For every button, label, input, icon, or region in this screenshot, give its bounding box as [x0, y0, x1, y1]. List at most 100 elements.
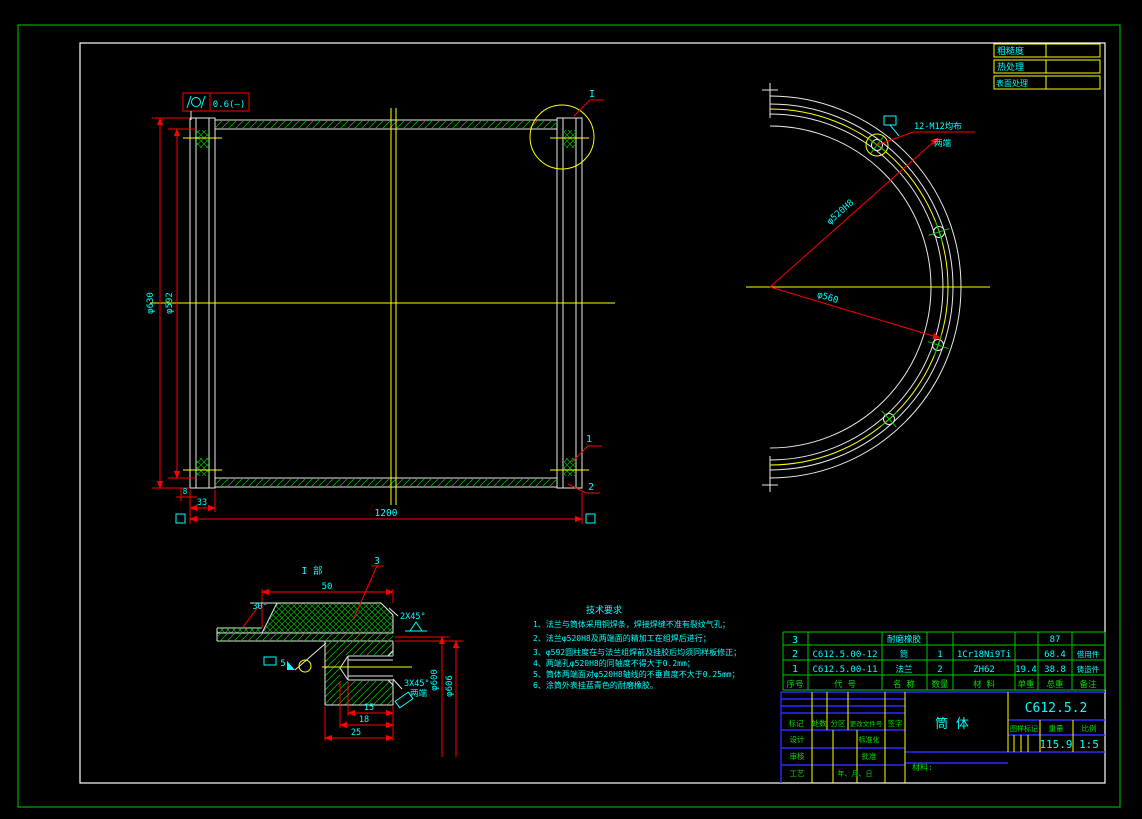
weld-arrow-icon: [287, 661, 295, 670]
bom-header: 序号: [786, 679, 803, 690]
detail-circle: [529, 104, 595, 170]
finish-callout: 0.6(—): [182, 92, 250, 120]
rubber-lining-hatch: [215, 479, 557, 486]
bom-code: C612.5.00-12: [812, 650, 877, 660]
balloon-3: 3: [374, 556, 380, 567]
bom-row: 1 C612.5.00-11 法兰 2 ZH62 19.4 38.8 铸造件: [792, 664, 1100, 675]
tb-sign: 签字: [888, 718, 903, 728]
tb-zone: 分区: [831, 719, 846, 728]
dim-1200: 1200: [375, 508, 398, 519]
end-face-finish-symbol: [585, 513, 596, 524]
bom-header: 备注: [1079, 679, 1097, 690]
weld-size: 5: [280, 659, 285, 669]
main-section-view: φ630 φ592 8 33 1200 0.6(—): [146, 89, 615, 524]
dim-18: 18: [359, 715, 369, 725]
bom-name: 法兰: [895, 664, 912, 675]
end-view: φ520H8 φ560 12-M12均布 两端: [746, 83, 990, 492]
drawing-number: C612.5.2: [1025, 701, 1088, 716]
bolt-hole: [880, 410, 898, 428]
tb-count: 处数: [812, 718, 827, 728]
detail-mark: I: [589, 89, 595, 100]
tb-stamp: 图样标记: [1010, 724, 1038, 733]
bom-total: 68.4: [1044, 650, 1066, 660]
scale-value: 1:5: [1079, 738, 1099, 751]
part-name: 筒 体: [935, 716, 969, 732]
finish-flag-icon: [883, 115, 900, 137]
bom-remark: 借用件: [1077, 649, 1100, 659]
note-line: 4、两端孔φ520H8的同轴度不得大于0.2mm；: [533, 658, 695, 668]
highlighted-hole-circle: [865, 133, 889, 157]
balloon-1: 1: [586, 434, 592, 445]
note-line: 1、法兰与筒体采用铜焊条，焊接焊缝不准有裂纹气孔；: [533, 619, 730, 629]
note-line: 3、φ592圆柱度在与法兰组焊前及挂胶后均须同样板修正；: [533, 647, 741, 657]
tb-standard: 标准化: [859, 735, 880, 744]
weld-all-around-circle: [298, 659, 312, 673]
tb-material-label: 材料:: [912, 762, 933, 772]
dim-phi592: φ592: [165, 292, 175, 314]
dim-8: 8: [183, 487, 188, 496]
bom-header: 代 号: [834, 679, 856, 690]
notes-title: 技术要求: [586, 604, 622, 616]
bom-seq: 3: [792, 635, 798, 646]
shell-wall-section: [217, 634, 393, 641]
dim-25: 25: [351, 728, 361, 738]
detail-view-title: I 部: [302, 565, 323, 577]
chamfer-flag-icon: [394, 691, 414, 709]
tb-design: 设计: [790, 734, 805, 744]
dim-3x45: 3X45°: [404, 679, 430, 689]
dim-phi630: φ630: [146, 292, 156, 314]
cylindricity-icon: [186, 95, 206, 109]
tb-weight: 重量: [1049, 724, 1065, 733]
dim-15: 15: [364, 703, 374, 713]
dim-2x45: 2X45°: [400, 612, 426, 622]
dim-phi560: φ560: [816, 290, 840, 306]
rubber-section: [261, 602, 394, 634]
bom-material: 1Cr18Ni9Ti: [957, 650, 1011, 660]
dim-33: 33: [197, 498, 207, 508]
dim-3x45-both-ends: 两端: [410, 688, 428, 699]
dim-phi600: φ600: [430, 669, 440, 691]
detail-view: I 部 3 50: [216, 556, 463, 757]
dim-30deg: 30°: [252, 602, 267, 612]
title-block: 标记 处数 分区 更改文件号 签字 设计 标准化 审核 批准 工艺 年、月、日 …: [780, 691, 1105, 783]
tb-check: 审核: [790, 751, 805, 761]
rubber-lining-hatch: [215, 121, 557, 128]
bom-name: 筒: [900, 649, 909, 660]
bom-header: 总重: [1046, 679, 1064, 690]
dim-phi606: φ606: [445, 675, 455, 697]
bom-qty: 1: [937, 650, 942, 660]
bom-total: 38.8: [1044, 665, 1066, 675]
finish-table-row-label: 热处理: [997, 61, 1024, 73]
finish-table-row-label: 表面处理: [996, 78, 1028, 88]
technical-notes: 技术要求 1、法兰与筒体采用铜焊条，焊接焊缝不准有裂纹气孔； 2、法兰φ520H…: [533, 604, 741, 690]
sheet-inner-frame: [79, 42, 1106, 784]
tb-mark: 标记: [789, 718, 804, 728]
bom-table: 3 耐磨橡胶 87 2 C612.5.00-12 筒 1 1Cr18Ni9Ti …: [782, 631, 1106, 691]
bom-seq: 2: [792, 649, 798, 660]
bolt-hole: [928, 221, 950, 243]
bom-material: ZH62: [973, 665, 995, 675]
finish-table-row-label: 粗糙度: [997, 45, 1024, 57]
weld-symbol-icon: [263, 656, 277, 666]
bom-header: 名 称: [893, 679, 916, 690]
bom-row: 2 C612.5.00-12 筒 1 1Cr18Ni9Ti 68.4 借用件: [792, 649, 1100, 660]
bolt-hole: [927, 334, 949, 356]
note-line: 6、涂筒外表挂蓝青色的耐磨橡胶。: [533, 680, 658, 690]
bom-header: 单重: [1017, 679, 1035, 690]
bom-header: 材 料: [973, 679, 996, 690]
bom-row: 3 耐磨橡胶 87: [792, 634, 1060, 646]
tb-process: 工艺: [790, 769, 805, 778]
balloon-2: 2: [588, 482, 594, 493]
dim-50: 50: [322, 582, 333, 592]
bom-qty: 2: [937, 665, 942, 675]
tb-approve: 批准: [862, 751, 877, 761]
weight-value: 115.9: [1039, 738, 1072, 751]
bom-unit: 19.4: [1015, 665, 1037, 675]
sheet-outer-border: [17, 24, 1121, 808]
bom-total: 87: [1050, 635, 1061, 645]
bolt-note-line2: 两端: [934, 138, 952, 149]
bom-header-row: 序号 代 号 名 称 数量 材 料 单重 总重 备注: [786, 679, 1097, 690]
bom-name: 耐磨橡胶: [887, 634, 922, 645]
